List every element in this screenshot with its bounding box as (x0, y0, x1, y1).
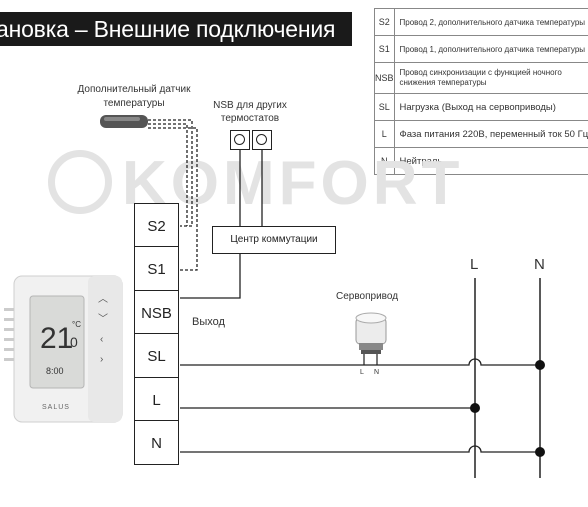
legend-desc: Провод 1, дополнительного датчика темпер… (394, 35, 588, 63)
legend-row: SL Нагрузка (Выход на сервоприводы) (374, 93, 588, 121)
terminal-nsb: NSB (134, 289, 179, 335)
junction-dot (535, 360, 545, 370)
junction-dot (535, 447, 545, 457)
commutation-center-box: Центр коммутации (212, 226, 336, 254)
page-title: ановка – Внешние подключения (0, 12, 352, 46)
screw-icon (234, 134, 245, 145)
legend-desc: Нагрузка (Выход на сервоприводы) (394, 93, 588, 121)
svg-text:‹: ‹ (100, 334, 103, 345)
legend-desc: Фаза питания 220В, переменный ток 50 Гц (394, 120, 588, 148)
terminal-sl: SL (134, 333, 179, 378)
svg-text:›: › (100, 354, 103, 365)
output-label: Выход (192, 316, 225, 328)
legend-table: S2 Провод 2, дополнительного датчика тем… (374, 8, 588, 175)
legend-desc: Провод 2, дополнительного датчика темпер… (394, 8, 588, 36)
legend-row: S2 Провод 2, дополнительного датчика тем… (374, 8, 588, 36)
sensor-label-line2: температуры (103, 98, 165, 109)
legend-code: S1 (374, 35, 395, 63)
nsb-terminal-left (230, 130, 250, 150)
junction-dot (470, 403, 480, 413)
nsb-label-line2: термостатов (220, 113, 280, 124)
legend-row: N Нейтраль (374, 147, 588, 175)
legend-code: N (374, 147, 395, 175)
legend-row: NSB Провод синхронизации с функцией ночн… (374, 62, 588, 94)
thermostat-brand: SALUS (42, 404, 70, 411)
thermostat-display-temp: 21 (40, 322, 74, 355)
temperature-sensor-icon (100, 115, 148, 128)
legend-code: S2 (374, 8, 395, 36)
thermostat-display-time: 8:00 (46, 366, 64, 376)
sensor-label-line1: Дополнительный датчик (77, 84, 191, 95)
sensor-wire-3 (148, 127, 198, 271)
svg-text:︿: ︿ (98, 294, 108, 305)
legend-code: NSB (374, 62, 395, 94)
actuator-pin-n: N (374, 369, 380, 376)
screw-icon (256, 134, 267, 145)
legend-desc: Нейтраль (394, 147, 588, 175)
legend-code: L (374, 120, 395, 148)
terminal-n: N (134, 420, 179, 465)
terminal-s2: S2 (134, 202, 179, 248)
legend-desc: Провод синхронизации с функцией ночного … (394, 62, 588, 94)
bus-label-n: N (534, 256, 545, 273)
sl-wire (180, 358, 540, 366)
legend-row: L Фаза питания 220В, переменный ток 50 Г… (374, 120, 588, 148)
thermostat-device-icon: ︿ ﹀ ‹ › (4, 275, 123, 423)
nsb-output-wire (180, 254, 241, 299)
sensor-wire-2 (148, 123, 188, 226)
n-wire (180, 445, 540, 453)
actuator-label: Сервопривод (336, 291, 399, 302)
svg-text:﹀: ﹀ (98, 313, 108, 325)
legend-code: SL (374, 93, 395, 121)
sensor-wire-1 (148, 119, 193, 227)
thermostat-display-decimal: 0 (70, 334, 78, 350)
terminal-strip: S2 S1 NSB SL L N (134, 202, 179, 465)
watermark-ring-icon (48, 149, 112, 214)
actuator-pin-l: L (360, 369, 364, 376)
nsb-label-line1: NSB для других (213, 100, 287, 111)
actuator-icon (355, 312, 387, 354)
bus-label-l: L (470, 256, 479, 273)
legend-row: S1 Провод 1, дополнительного датчика тем… (374, 35, 588, 63)
terminal-s1: S1 (134, 246, 179, 291)
nsb-terminal-right (252, 130, 272, 150)
terminal-l: L (134, 376, 179, 422)
thermostat-display-unit: °C (72, 320, 81, 329)
